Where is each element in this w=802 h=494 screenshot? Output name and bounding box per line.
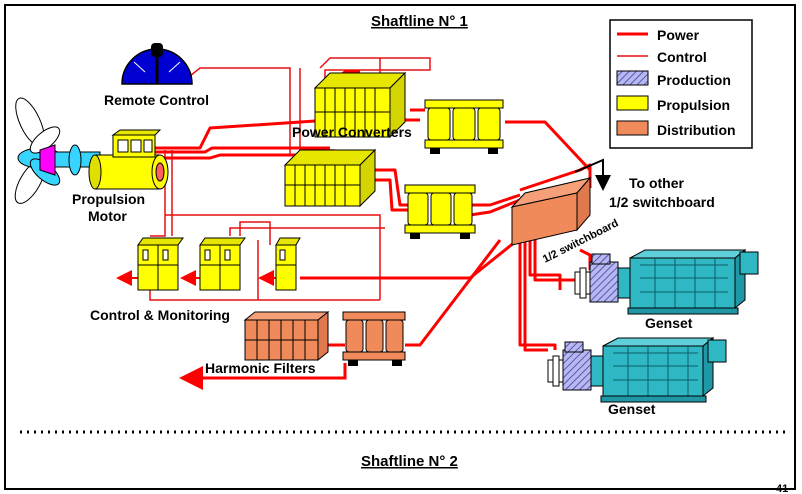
genset-2 — [547, 336, 727, 403]
power-wiring — [140, 70, 592, 352]
page-number: 41 — [776, 483, 788, 494]
remote-control-label: Remote Control — [104, 92, 209, 108]
diagram-frame — [4, 4, 796, 490]
legend-control-label: Control — [657, 49, 707, 65]
half-switchboard — [510, 176, 592, 246]
legend-propulsion-swatch — [616, 95, 649, 111]
legend-distribution-swatch — [616, 120, 649, 136]
propeller — [14, 97, 101, 204]
propulsion-motor-label-1: Propulsion — [72, 191, 145, 207]
shaftline-2-title: Shaftline N° 2 — [361, 453, 458, 470]
transformer-2 — [404, 184, 476, 239]
legend-production-swatch — [616, 70, 649, 86]
propulsion-motor — [88, 129, 169, 190]
harmonic-filter-transformer — [342, 311, 406, 366]
shaftline-1-title: Shaftline N° 1 — [371, 13, 468, 30]
switchboard-outlet-arrow — [574, 158, 611, 191]
propulsion-motor-label-2: Motor — [88, 208, 127, 224]
harmonic-filters-label: Harmonic Filters — [205, 360, 316, 376]
genset-1-label: Genset — [645, 315, 693, 331]
genset-1 — [574, 248, 759, 315]
legend-power-label: Power — [657, 27, 700, 43]
legend: Power Control Production Propulsion Dist… — [609, 19, 753, 149]
control-cabinet-3 — [275, 237, 301, 291]
filter-output-arrow — [179, 363, 347, 390]
control-cabinet-1 — [137, 237, 184, 291]
harmonic-filter-cabinet — [243, 310, 330, 362]
power-converters-label: Power Converters — [292, 124, 412, 140]
legend-distribution-label: Distribution — [657, 122, 736, 138]
control-monitoring-label: Control & Monitoring — [90, 307, 230, 323]
control-cabinet-2 — [199, 237, 246, 291]
to-other-label-1: To other — [629, 175, 685, 191]
to-other-label-2: 1/2 switchboard — [609, 194, 715, 210]
power-converter-1 — [313, 71, 407, 139]
legend-production-label: Production — [657, 72, 731, 88]
control-wiring — [149, 57, 431, 301]
transformer-1 — [424, 99, 504, 154]
power-converter-2 — [283, 148, 377, 208]
genset-2-label: Genset — [608, 401, 656, 417]
remote-control — [121, 43, 193, 85]
legend-propulsion-label: Propulsion — [657, 97, 730, 113]
